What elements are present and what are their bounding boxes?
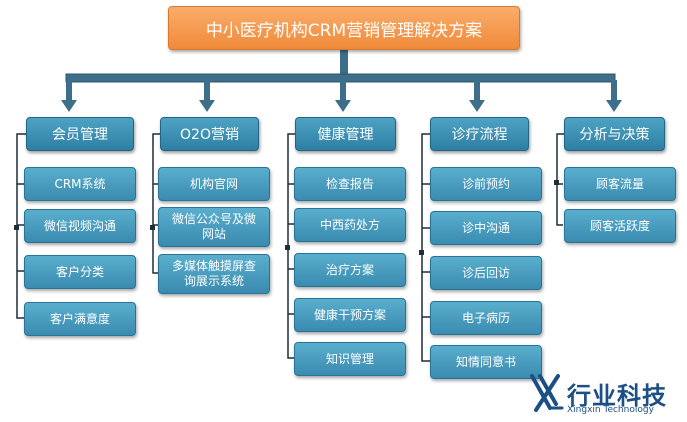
- item-customer-activity: 顾客活跃度: [564, 209, 676, 243]
- item-exam-report: 检查报告: [294, 167, 406, 201]
- item-knowledge-management: 知识管理: [294, 342, 406, 376]
- item-multimedia-touchscreen-label: 多媒体触摸屏查询展示系统: [171, 259, 256, 288]
- diagram-title: 中小医疗机构CRM营销管理解决方案: [168, 6, 520, 50]
- item-wechat-public-account-label: 微信公众号及微网站: [171, 212, 256, 241]
- logo-subtitle: Xingxin Technology: [567, 405, 654, 415]
- item-multimedia-touchscreen: 多媒体触摸屏查询展示系统: [158, 254, 270, 294]
- category-member-management: 会员管理: [26, 117, 134, 151]
- item-customer-satisfaction: 客户满意度: [24, 302, 136, 336]
- item-pre-appointment: 诊前预约: [430, 167, 542, 201]
- item-official-website: 机构官网: [158, 167, 270, 201]
- category-treatment-process: 诊疗流程: [430, 117, 529, 151]
- item-electronic-record: 电子病历: [430, 301, 542, 335]
- item-health-intervention: 健康干预方案: [294, 298, 406, 332]
- category-o2o-marketing: O2O营销: [160, 117, 259, 151]
- item-wechat-video: 微信视频沟通: [24, 209, 136, 243]
- item-informed-consent: 知情同意书: [430, 345, 542, 379]
- company-logo-icon: [530, 374, 564, 412]
- item-treatment-plan: 治疗方案: [294, 253, 406, 287]
- item-follow-up: 诊后回访: [430, 256, 542, 290]
- item-customer-classification: 客户分类: [24, 255, 136, 289]
- category-analysis-decision: 分析与决策: [564, 117, 665, 151]
- item-in-consultation: 诊中沟通: [430, 211, 542, 245]
- item-customer-traffic: 顾客流量: [564, 167, 676, 201]
- category-health-management: 健康管理: [295, 117, 396, 151]
- logo-name: 行业科技: [567, 382, 667, 410]
- item-prescription: 中西药处方: [294, 208, 406, 242]
- item-wechat-public-account: 微信公众号及微网站: [158, 207, 270, 247]
- item-crm-system: CRM系统: [24, 167, 136, 201]
